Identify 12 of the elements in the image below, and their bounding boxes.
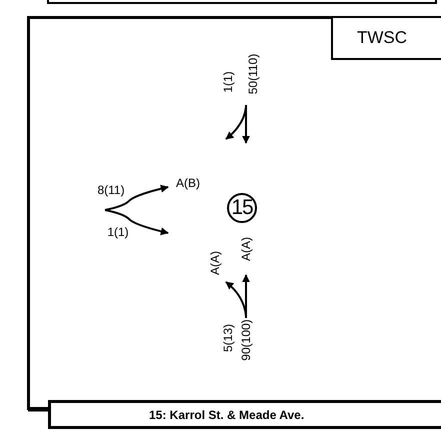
- volume-label: A(A): [240, 237, 252, 261]
- volume-label: 8(11): [97, 184, 125, 196]
- control-type-label: TWSC: [331, 16, 441, 60]
- intersection-title: 15: Karrol St. & Meade Ave.: [48, 400, 441, 429]
- volume-label: 50(110): [247, 54, 259, 94]
- volume-label: A(A): [209, 251, 221, 275]
- volume-label: 90(100): [240, 319, 252, 361]
- intersection-number: 15: [227, 193, 257, 223]
- volume-label: A(B): [176, 177, 200, 189]
- volume-label: 1(1): [222, 71, 234, 93]
- volume-label: 5(13): [222, 324, 234, 352]
- volume-label: 1(1): [107, 226, 129, 238]
